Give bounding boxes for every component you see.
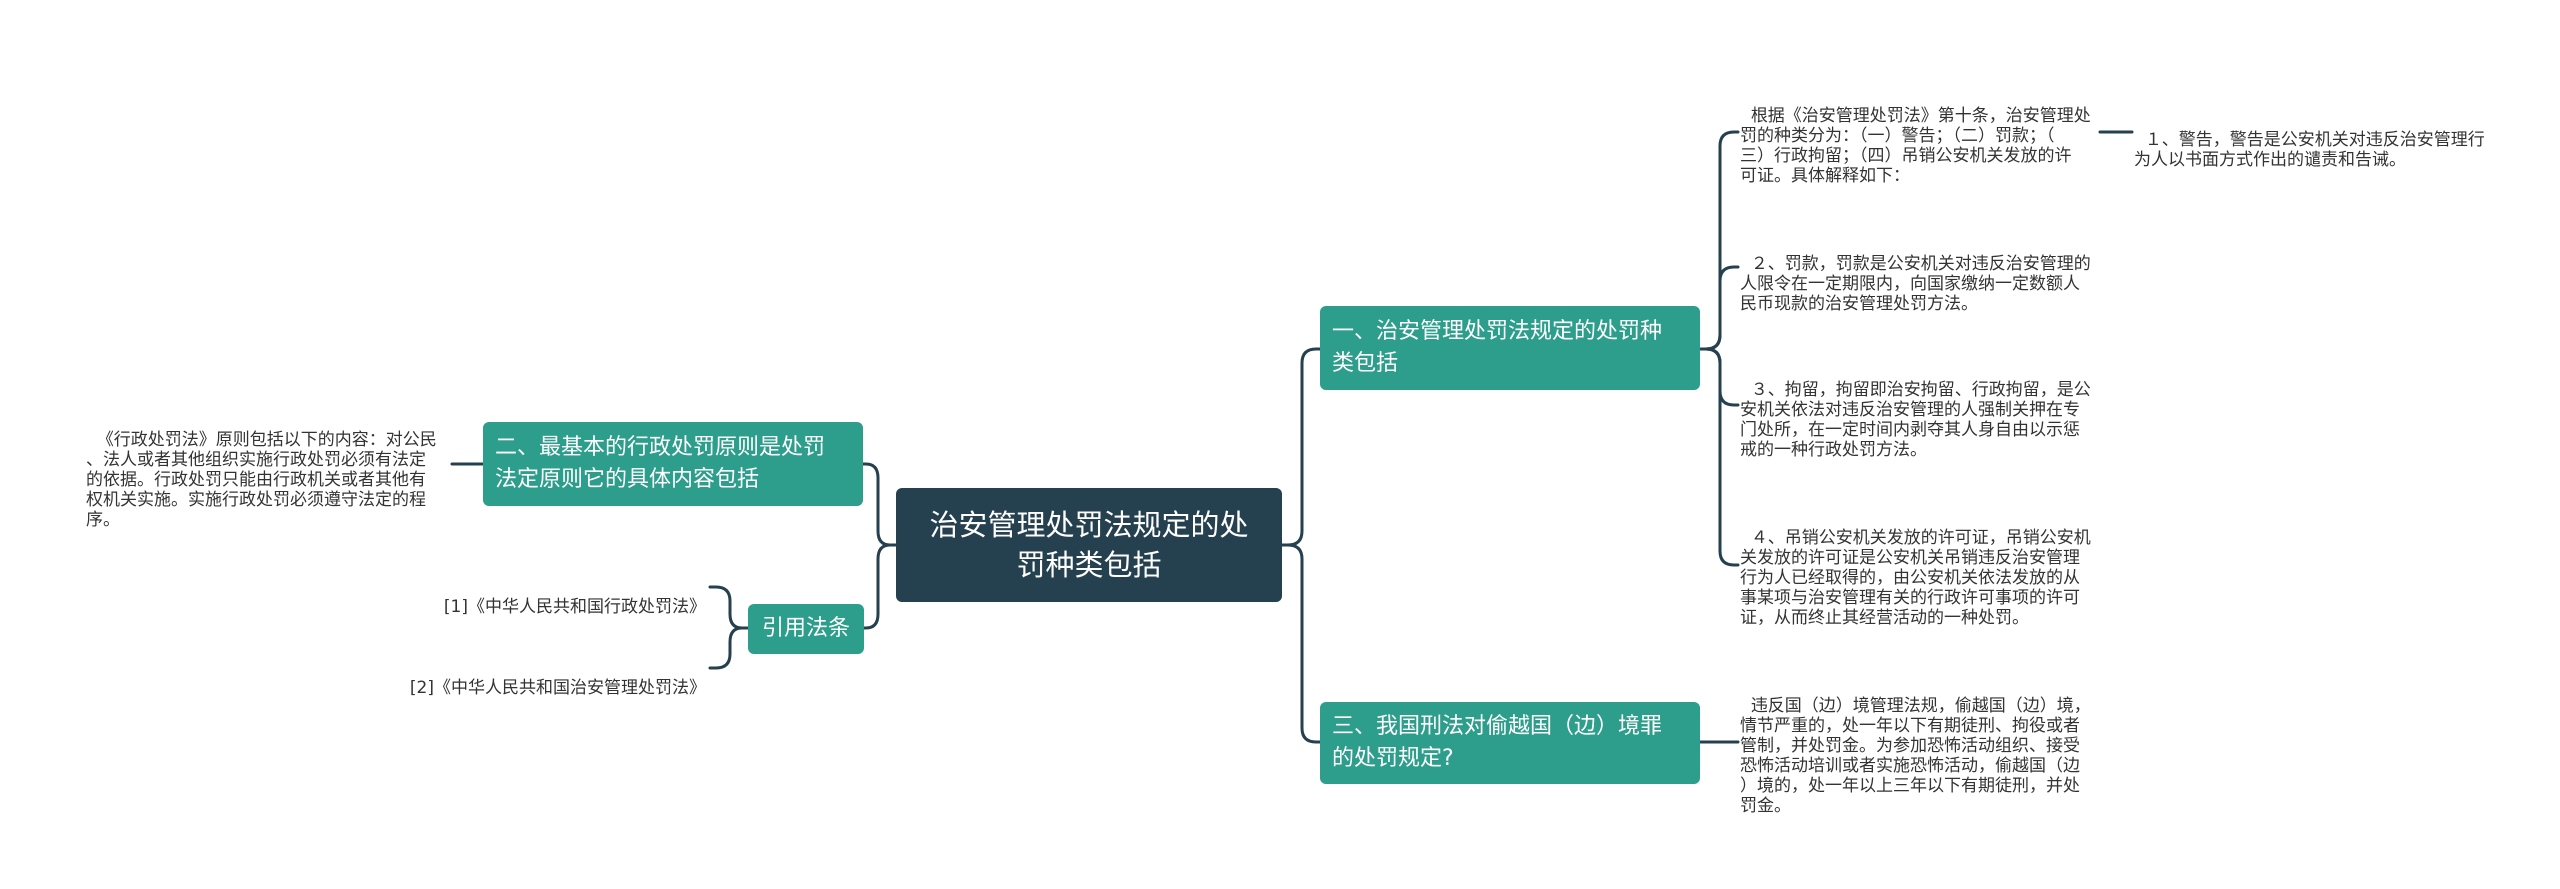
- leaf-cited-law-1[interactable]: [1]《中华人民共和国行政处罚法》: [400, 577, 706, 617]
- link-b1-l4: [1698, 347, 1740, 567]
- leaf-border-crossing-penalty: 违反国（边）境管理法规，偷越国（边）境， 情节严重的，处一年以下有期徒刑、拘役或…: [1740, 676, 2091, 816]
- leaf-penalty-categories-text: 根据《治安管理处罚法》第十条，治安管理处 罚的种类分为：（一）警告；（二）罚款；…: [1740, 106, 2091, 186]
- leaf-administrative-penalty-law: 《行政处罚法》原则包括以下的内容：对公民 、法人或者其他组织实施行政处罚必须有法…: [86, 410, 437, 530]
- link-b4-l8: [708, 626, 750, 670]
- leaf-cited-law-1-text: [1]《中华人民共和国行政处罚法》: [443, 597, 706, 617]
- leaf-penalty-categories: 根据《治安管理处罚法》第十条，治安管理处 罚的种类分为：（一）警告；（二）罚款；…: [1740, 86, 2091, 186]
- leaf-detention: ３、拘留，拘留即治安拘留、行政拘留，是公 安机关依法对违反治安管理的人强制关押在…: [1740, 360, 2091, 460]
- link-root-b4: [860, 543, 898, 630]
- branch-illegal-border-crossing[interactable]: 三、我国刑法对偷越国（边）境罪 的处罚规定?: [1320, 702, 1700, 784]
- branch-penalty-types-label: 一、治安管理处罚法规定的处罚种 类包括: [1332, 319, 1663, 376]
- leaf-warning: １、警告，警告是公安机关对违反治安管理行 为人以书面方式作出的谴责和告诫。: [2134, 110, 2485, 170]
- link-b1-l2: [1698, 265, 1740, 351]
- leaf-license-revocation: ４、吊销公安机关发放的许可证，吊销公安机 关发放的许可证是公安机关吊销违反治安管…: [1740, 508, 2091, 628]
- root-topic[interactable]: 治安管理处罚法规定的处 罚种类包括: [896, 488, 1282, 602]
- branch-penalty-types[interactable]: 一、治安管理处罚法规定的处罚种 类包括: [1320, 306, 1700, 390]
- leaf-fine: ２、罚款，罚款是公安机关对违反治安管理的 人限令在一定期限内，向国家缴纳一定数额…: [1740, 234, 2091, 314]
- leaf-administrative-penalty-law-text: 《行政处罚法》原则包括以下的内容：对公民 、法人或者其他组织实施行政处罚必须有法…: [86, 430, 437, 530]
- root-topic-label: 治安管理处罚法规定的处 罚种类包括: [929, 508, 1249, 582]
- leaf-fine-text: ２、罚款，罚款是公安机关对违反治安管理的 人限令在一定期限内，向国家缴纳一定数额…: [1740, 254, 2091, 314]
- leaf-border-crossing-penalty-text: 违反国（边）境管理法规，偷越国（边）境， 情节严重的，处一年以下有期徒刑、拘役或…: [1740, 696, 2091, 816]
- link-root-b2: [1280, 543, 1322, 744]
- link-root-b1: [1280, 347, 1322, 547]
- leaf-cited-law-2-text: [2]《中华人民共和国治安管理处罚法》: [409, 678, 706, 698]
- branch-illegal-border-crossing-label: 三、我国刑法对偷越国（边）境罪 的处罚规定?: [1332, 714, 1663, 771]
- link-b4-l7: [708, 585, 750, 630]
- branch-legality-principle-label: 二、最基本的行政处罚原则是处罚 法定原则它的具体内容包括: [495, 435, 826, 492]
- leaf-cited-law-2[interactable]: [2]《中华人民共和国治安管理处罚法》: [340, 658, 706, 698]
- branch-legality-principle[interactable]: 二、最基本的行政处罚原则是处罚 法定原则它的具体内容包括: [483, 422, 863, 506]
- branch-cited-laws-label: 引用法条: [761, 616, 850, 641]
- leaf-detention-text: ３、拘留，拘留即治安拘留、行政拘留，是公 安机关依法对违反治安管理的人强制关押在…: [1740, 380, 2091, 460]
- branch-cited-laws[interactable]: 引用法条: [748, 604, 864, 654]
- leaf-license-revocation-text: ４、吊销公安机关发放的许可证，吊销公安机 关发放的许可证是公安机关吊销违反治安管…: [1740, 528, 2091, 628]
- leaf-warning-text: １、警告，警告是公安机关对违反治安管理行 为人以书面方式作出的谴责和告诫。: [2134, 130, 2485, 170]
- link-root-b3: [860, 462, 898, 547]
